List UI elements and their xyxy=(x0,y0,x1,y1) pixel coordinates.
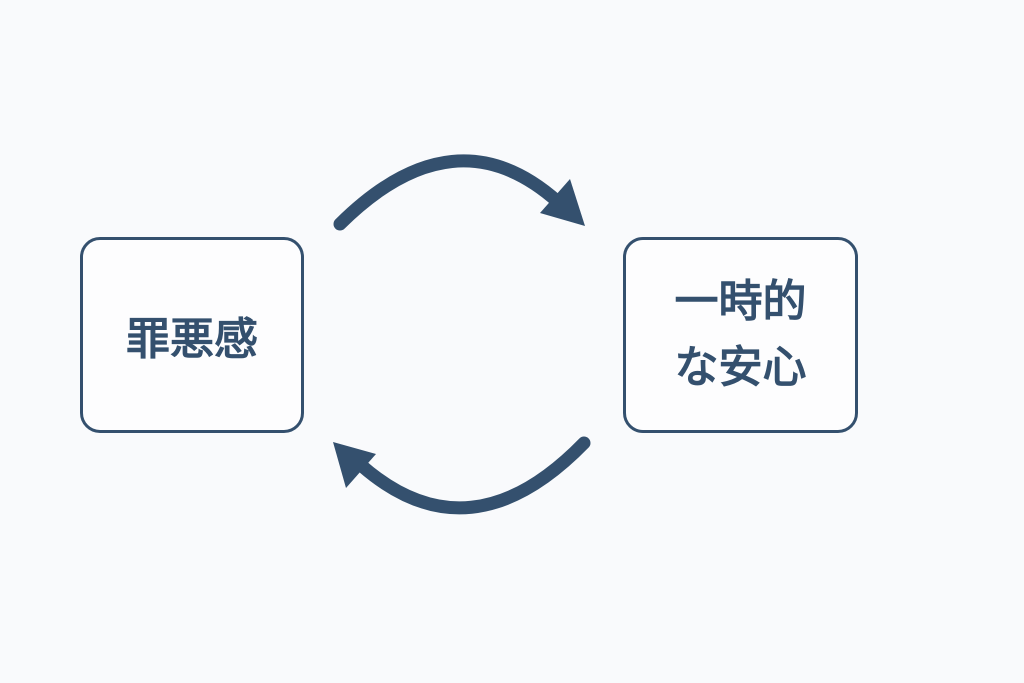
guilt-label: 罪悪感 xyxy=(126,314,258,365)
arrow-bottom-left xyxy=(333,436,591,515)
relief-label-line-2: な安心 xyxy=(674,342,807,393)
relief-label-line-1: 一時的 xyxy=(674,276,807,327)
guilt-box: 罪悪感 xyxy=(80,237,304,433)
arrow-top-right xyxy=(333,154,585,231)
temporary-relief-box: 一時的 な安心 xyxy=(623,237,858,433)
